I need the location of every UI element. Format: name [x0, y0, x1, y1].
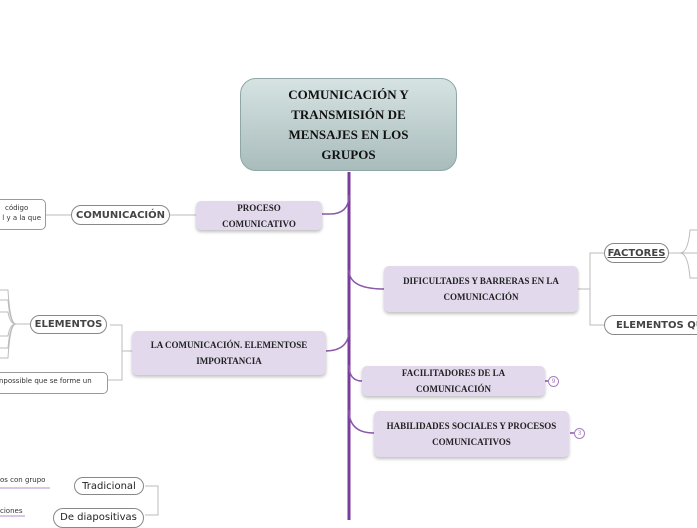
subtopic-tradicional[interactable]: Tradicional [74, 477, 144, 495]
subtopic-factores[interactable]: FACTORES [604, 243, 669, 263]
subtopic-comunicacion[interactable]: COMUNICACIÓN [71, 205, 170, 225]
subtopic-elementos-que[interactable]: ELEMENTOS QUE C [604, 315, 697, 335]
collapsed-count-badge[interactable]: 9 [548, 376, 559, 387]
subtopic-elementos[interactable]: ELEMENTOS [30, 315, 107, 334]
topic-dificultades-barreras[interactable]: DIFICULTADES Y BARRERAS EN LA COMUNICACI… [384, 266, 578, 312]
leaf-text: os con grupo [0, 476, 46, 484]
topic-facilitadores[interactable]: FACILITADORES DE LA COMUNICACIÓN [362, 366, 545, 396]
topic-habilidades-sociales[interactable]: HABILIDADES SOCIALES Y PROCESOS COMUNICA… [374, 411, 569, 457]
note-importancia[interactable]: npossible que se forme un [0, 372, 108, 394]
leaf-text: ciones [0, 507, 23, 515]
subtopic-de-diapositivas[interactable]: De diapositivas [53, 508, 144, 528]
collapsed-count-badge[interactable]: 3 [574, 428, 585, 439]
note-comunicacion[interactable]: código l y a la que [0, 199, 46, 230]
note-line: l y a la que [2, 214, 41, 222]
topic-proceso-comunicativo[interactable]: PROCESO COMUNICATIVO [196, 201, 322, 230]
note-line: código [5, 204, 29, 212]
central-topic[interactable]: COMUNICACIÓN Y TRANSMISIÓN DE MENSAJES E… [240, 78, 457, 171]
topic-la-comunicacion-elementos[interactable]: LA COMUNICACIÓN. ELEMENTOSE IMPORTANCIA [132, 331, 326, 375]
